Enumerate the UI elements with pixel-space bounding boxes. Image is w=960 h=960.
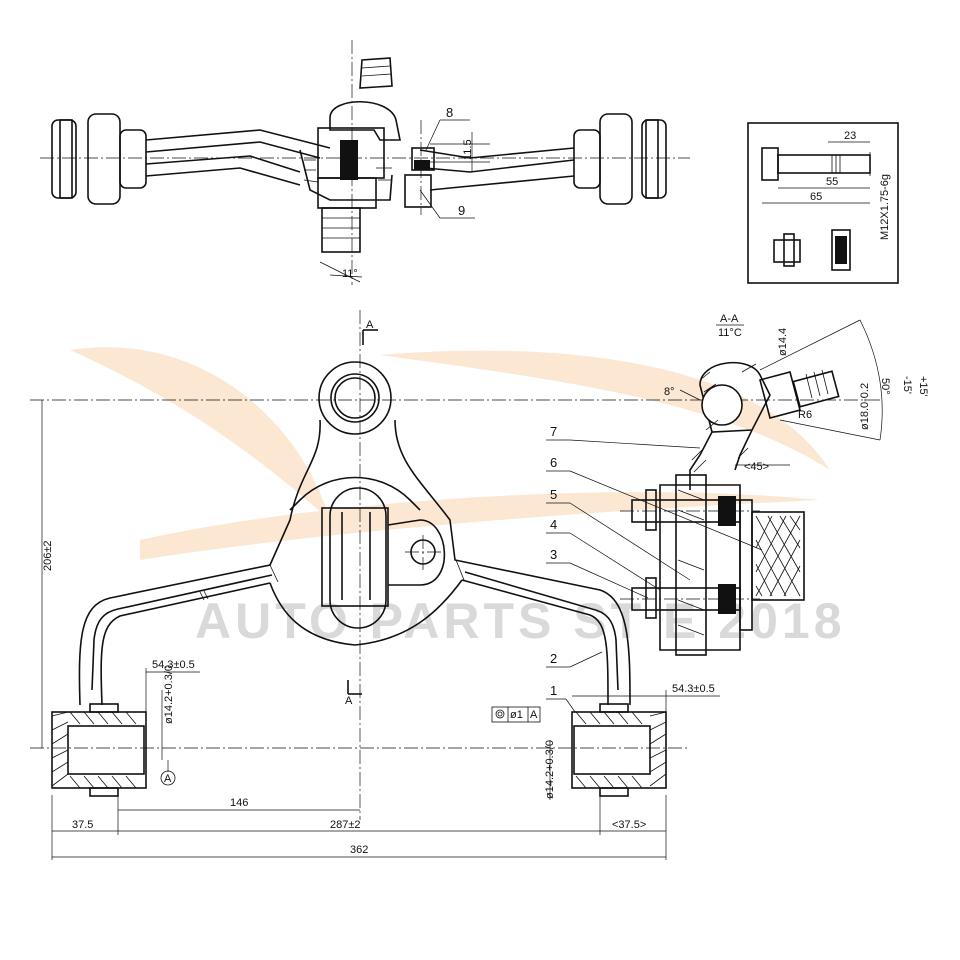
bolt-dim-65: 65 bbox=[810, 191, 822, 203]
offset-top-label: 11.5 bbox=[462, 139, 474, 160]
callout-8: 8 bbox=[446, 105, 453, 120]
callout-6: 6 bbox=[550, 455, 557, 470]
section-title: A-A bbox=[720, 313, 739, 325]
ball-rad: R6 bbox=[798, 409, 812, 421]
section-a-a: A-A 11°C 50° -15' +15' ø14.4 ø18.0-0.2 R… bbox=[546, 313, 929, 713]
angle-top-label: 11° bbox=[342, 268, 358, 280]
dim-overall-width: 362 bbox=[350, 844, 368, 856]
section-scale: 11°C bbox=[718, 327, 742, 339]
dim-bush-len-left: 54.3±0.5 bbox=[152, 659, 195, 671]
bolt-detail-box: 23 55 65 M12X1.75-6g bbox=[747, 122, 899, 284]
tol-ref: A bbox=[530, 709, 538, 721]
callout-2: 2 bbox=[550, 651, 557, 666]
watermark-text: AUTO PARTS ST E 2018 bbox=[195, 593, 846, 649]
cut-mark-a-bottom: A bbox=[345, 695, 353, 707]
ball-offset: <45> bbox=[744, 461, 769, 473]
bolt-dim-55: 55 bbox=[826, 176, 838, 188]
callout-7: 7 bbox=[550, 424, 557, 439]
dim-bore-left: ø14.2+0.3/0 bbox=[163, 665, 175, 724]
callout-4: 4 bbox=[550, 517, 557, 532]
cone-tol-minus: -15' bbox=[901, 376, 913, 394]
tol-value: ø1 bbox=[510, 709, 523, 721]
callout-5: 5 bbox=[550, 487, 557, 502]
callout-1: 1 bbox=[550, 683, 557, 698]
dim-left-offset: 37.5 bbox=[72, 819, 93, 831]
cone-angle: 50° bbox=[879, 378, 891, 395]
dim-height: 206±2 bbox=[42, 540, 54, 571]
dim-half-span: 146 bbox=[230, 797, 248, 809]
cut-mark-a-top: A bbox=[366, 319, 374, 331]
dim-bore-right: ø14.2+0.3/0 bbox=[544, 740, 556, 799]
callout-3: 3 bbox=[550, 547, 557, 562]
callout-9: 9 bbox=[458, 203, 465, 218]
dim-right-offset: <37.5> bbox=[612, 819, 646, 831]
plan-view: A A bbox=[30, 310, 880, 860]
datum-a: A bbox=[164, 773, 172, 785]
top-view: 11° 11.5 8 9 bbox=[40, 40, 690, 285]
bolt-dim-23: 23 bbox=[844, 130, 856, 142]
ball-dia: ø14.4 bbox=[777, 328, 789, 356]
cone-tol-plus: +15' bbox=[917, 376, 929, 397]
ball-dia2: ø18.0-0.2 bbox=[859, 383, 871, 430]
ball-angle: 8° bbox=[664, 386, 675, 398]
dim-pivot-span: 287±2 bbox=[330, 819, 361, 831]
dim-bush-len-right: 54.3±0.5 bbox=[672, 683, 715, 695]
bolt-thread-label: M12X1.75-6g bbox=[879, 174, 891, 240]
